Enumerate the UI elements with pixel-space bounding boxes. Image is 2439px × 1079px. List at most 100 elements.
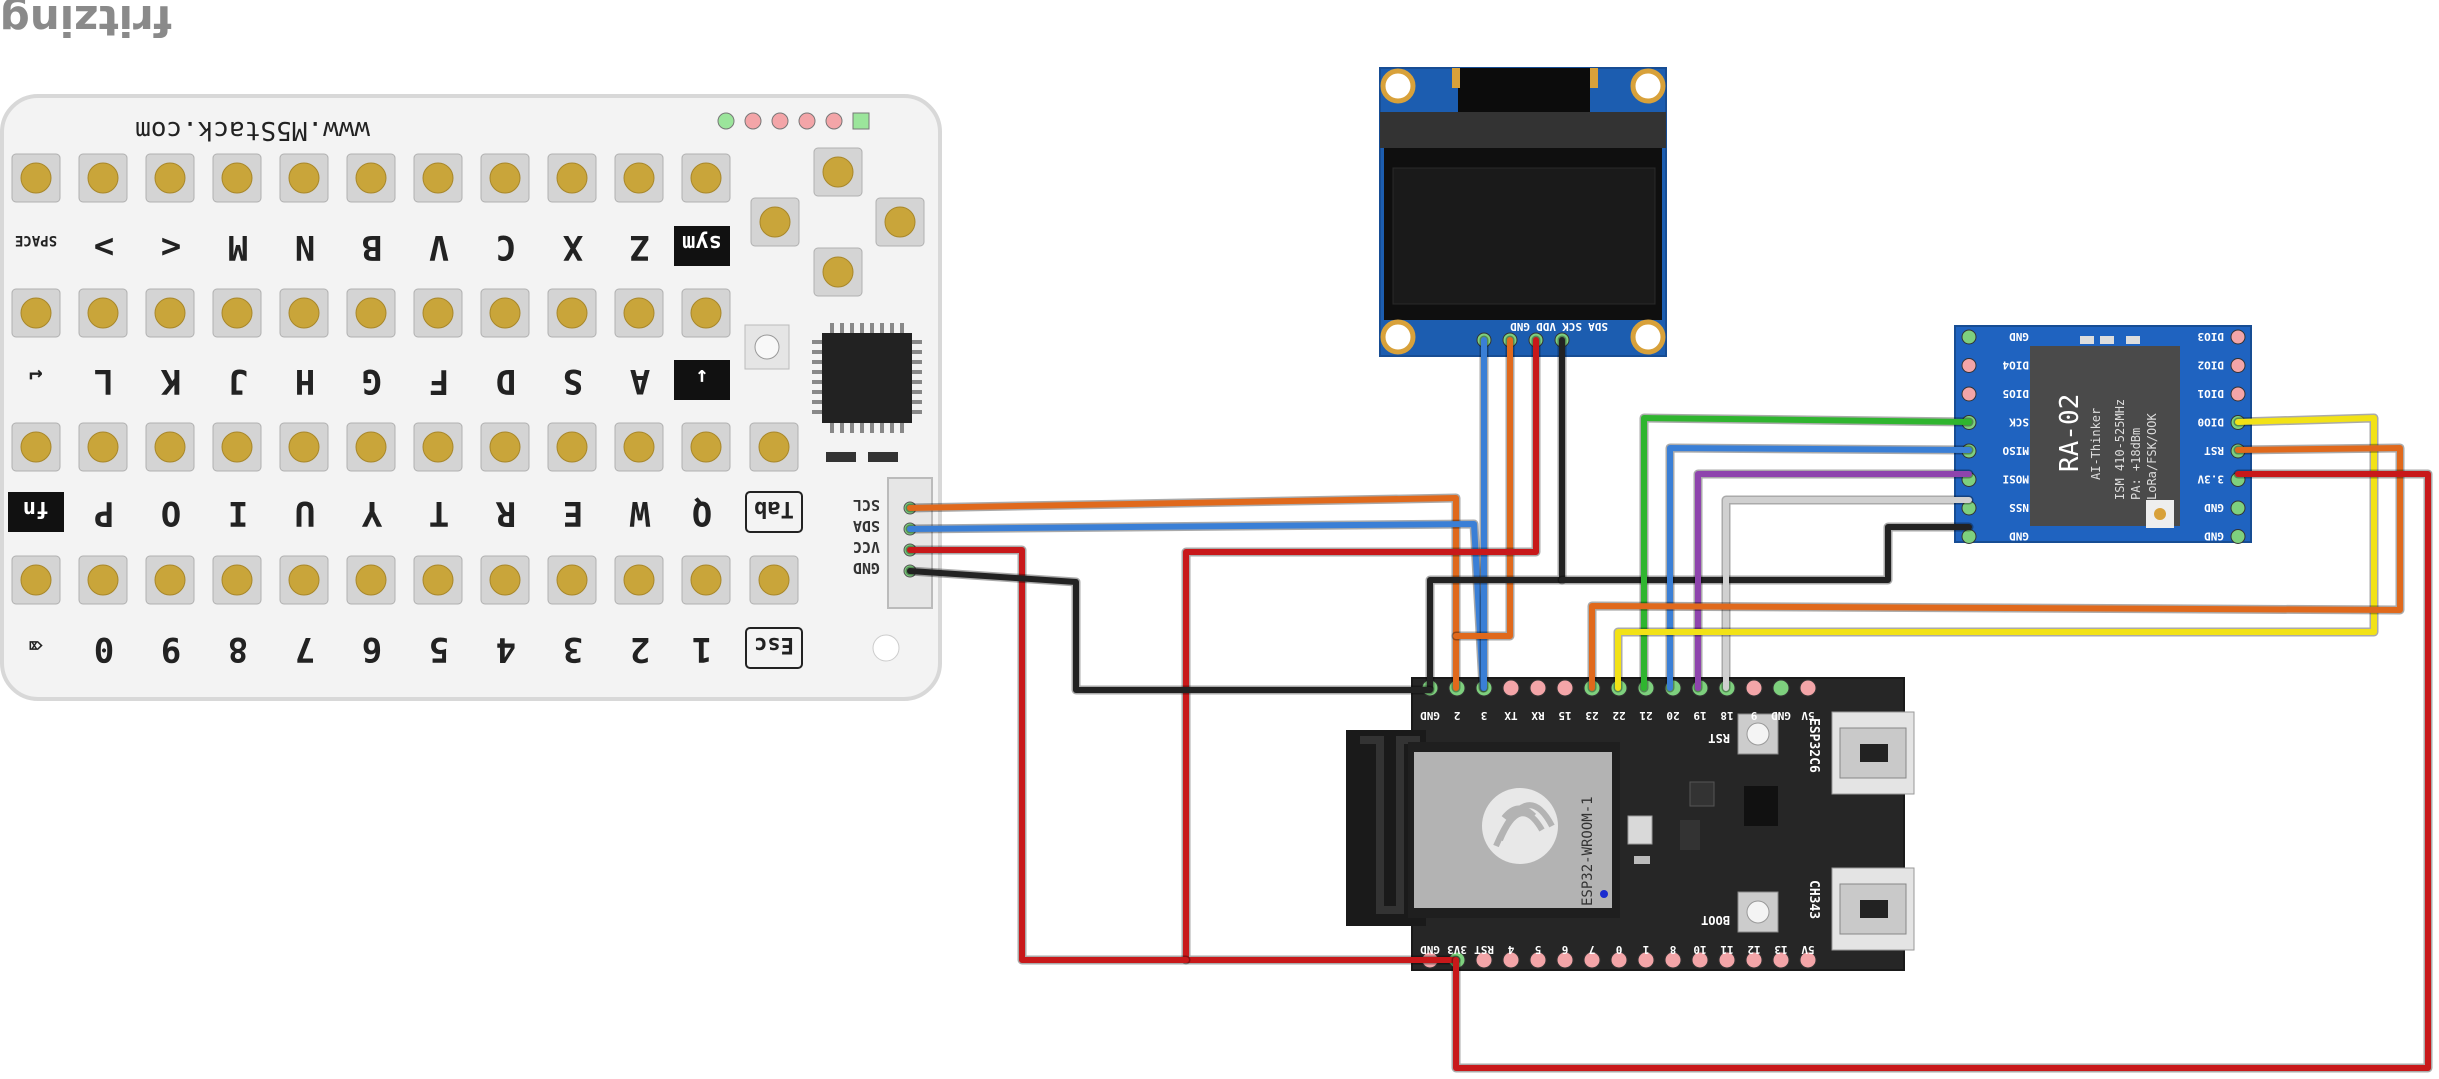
key-switch[interactable] [11, 153, 61, 203]
lora-pin-label: GND [2204, 501, 2224, 514]
key-switch[interactable] [413, 422, 463, 472]
key-switch[interactable] [145, 153, 195, 203]
esp32-top-pin[interactable] [1502, 679, 1520, 697]
esp32-top-pin[interactable] [1529, 679, 1547, 697]
key-switch[interactable] [681, 422, 731, 472]
key-switch[interactable] [413, 555, 463, 605]
key-legend-text: 0 [94, 629, 114, 669]
key-switch[interactable] [614, 288, 664, 338]
key-switch[interactable] [212, 288, 262, 338]
esp32-bottom-pin[interactable] [1745, 951, 1763, 969]
key-legend-text: 3 [563, 629, 583, 669]
esp32-top-pin[interactable] [1745, 679, 1763, 697]
lora-pin-gnd[interactable] [1961, 529, 1977, 544]
rst-button[interactable] [1737, 713, 1779, 755]
grove-connector[interactable]: SCL SDA VCC GND [853, 477, 933, 609]
key-switch[interactable] [681, 288, 731, 338]
boot-button[interactable] [1737, 891, 1779, 933]
key-switch[interactable] [11, 422, 61, 472]
wire-vcc-oled [1183, 337, 1539, 963]
lora-pin-dio4[interactable] [1961, 358, 1977, 373]
key-switch[interactable] [212, 422, 262, 472]
esp32-bottom-pin[interactable] [1475, 951, 1493, 969]
lora-pin-dio5[interactable] [1961, 386, 1977, 402]
oled-display[interactable]: SDA SCK VDD GND [1379, 67, 1667, 357]
esp32c6-devboard[interactable]: ESP32-WROOM-1 RST BOOT ESP32C6 CH343 [1346, 677, 1915, 971]
key-legend-text: Esc [754, 632, 794, 657]
key-switch[interactable] [78, 422, 128, 472]
esp32-bottom-pin[interactable] [1772, 951, 1790, 969]
esp32-top-pin-label: 5V [1801, 709, 1815, 722]
lora-ra02-module[interactable]: RA-02 AI-Thinker ISM 410-525MHz PA: +18d… [1954, 325, 2252, 544]
key-switch[interactable] [279, 288, 329, 338]
esp32-bottom-pin[interactable] [1637, 951, 1655, 969]
key-switch[interactable] [279, 555, 329, 605]
key-switch[interactable] [413, 153, 463, 203]
key-switch[interactable] [11, 555, 61, 605]
esp32-top-pin-label: TX [1504, 709, 1518, 722]
key-switch[interactable] [749, 555, 799, 605]
key-switch[interactable] [145, 422, 195, 472]
key-switch[interactable] [547, 422, 597, 472]
nav-key[interactable] [750, 197, 800, 247]
esp32-bottom-pin[interactable] [1664, 951, 1682, 969]
key-switch[interactable] [279, 422, 329, 472]
lora-pin-gnd[interactable] [2230, 529, 2246, 544]
key-legend-text: D [496, 361, 516, 401]
key-switch[interactable] [614, 153, 664, 203]
key-switch[interactable] [346, 422, 396, 472]
nav-key[interactable] [813, 147, 863, 197]
key-switch[interactable] [279, 153, 329, 203]
esp32-bottom-pin[interactable] [1691, 951, 1709, 969]
navigation-keys[interactable] [750, 147, 925, 297]
lora-pin-dio1[interactable] [2230, 386, 2246, 402]
esp32-bottom-pin[interactable] [1718, 951, 1736, 969]
key-switch[interactable] [346, 555, 396, 605]
lora-pin-gnd[interactable] [2230, 500, 2246, 516]
lora-pin-dio2[interactable] [2230, 358, 2246, 373]
key-switch[interactable] [480, 422, 530, 472]
esp32-bottom-pin[interactable] [1610, 951, 1628, 969]
esp32-bottom-pin[interactable] [1799, 951, 1817, 969]
key-switch[interactable] [480, 288, 530, 338]
key-switch[interactable] [614, 422, 664, 472]
key-switch[interactable] [547, 153, 597, 203]
usb-port-bottom[interactable] [1831, 867, 1915, 951]
esp32-bottom-pin[interactable] [1556, 951, 1574, 969]
esp32-bottom-pin[interactable] [1502, 951, 1520, 969]
esp32-bottom-pin[interactable] [1583, 951, 1601, 969]
nav-key[interactable] [875, 197, 925, 247]
key-switch[interactable] [145, 288, 195, 338]
key-switch[interactable] [413, 288, 463, 338]
key-switch[interactable] [749, 422, 799, 472]
esp32-top-pin[interactable] [1556, 679, 1574, 697]
key-switch[interactable] [346, 288, 396, 338]
lora-pin-dio3[interactable] [2230, 329, 2246, 345]
lora-pin-label: GND [2204, 530, 2224, 543]
key-switch[interactable] [78, 555, 128, 605]
key-switch[interactable] [480, 555, 530, 605]
key-switch[interactable] [78, 288, 128, 338]
key-switch[interactable] [212, 153, 262, 203]
esp32-bottom-pin[interactable] [1529, 951, 1547, 969]
lora-pin-gnd[interactable] [1961, 329, 1977, 345]
nav-key[interactable] [813, 247, 863, 297]
usb-port-top[interactable] [1831, 711, 1915, 795]
key-switch[interactable] [614, 555, 664, 605]
key-grid[interactable] [11, 153, 799, 605]
key-legend-text: E [563, 493, 583, 533]
key-switch[interactable] [11, 288, 61, 338]
key-switch[interactable] [547, 288, 597, 338]
esp32-top-pin[interactable] [1799, 679, 1817, 697]
key-switch[interactable] [681, 153, 731, 203]
key-switch[interactable] [681, 555, 731, 605]
key-switch[interactable] [78, 153, 128, 203]
key-switch[interactable] [145, 555, 195, 605]
esp32-top-pin[interactable] [1772, 679, 1790, 697]
key-switch[interactable] [212, 555, 262, 605]
m5stack-keyboard[interactable]: www.M5Stack.com symZXCVBNM<>SPACE↓ASDFGH… [0, 94, 942, 701]
key-legend: A [630, 361, 650, 401]
key-switch[interactable] [480, 153, 530, 203]
key-switch[interactable] [547, 555, 597, 605]
key-switch[interactable] [346, 153, 396, 203]
